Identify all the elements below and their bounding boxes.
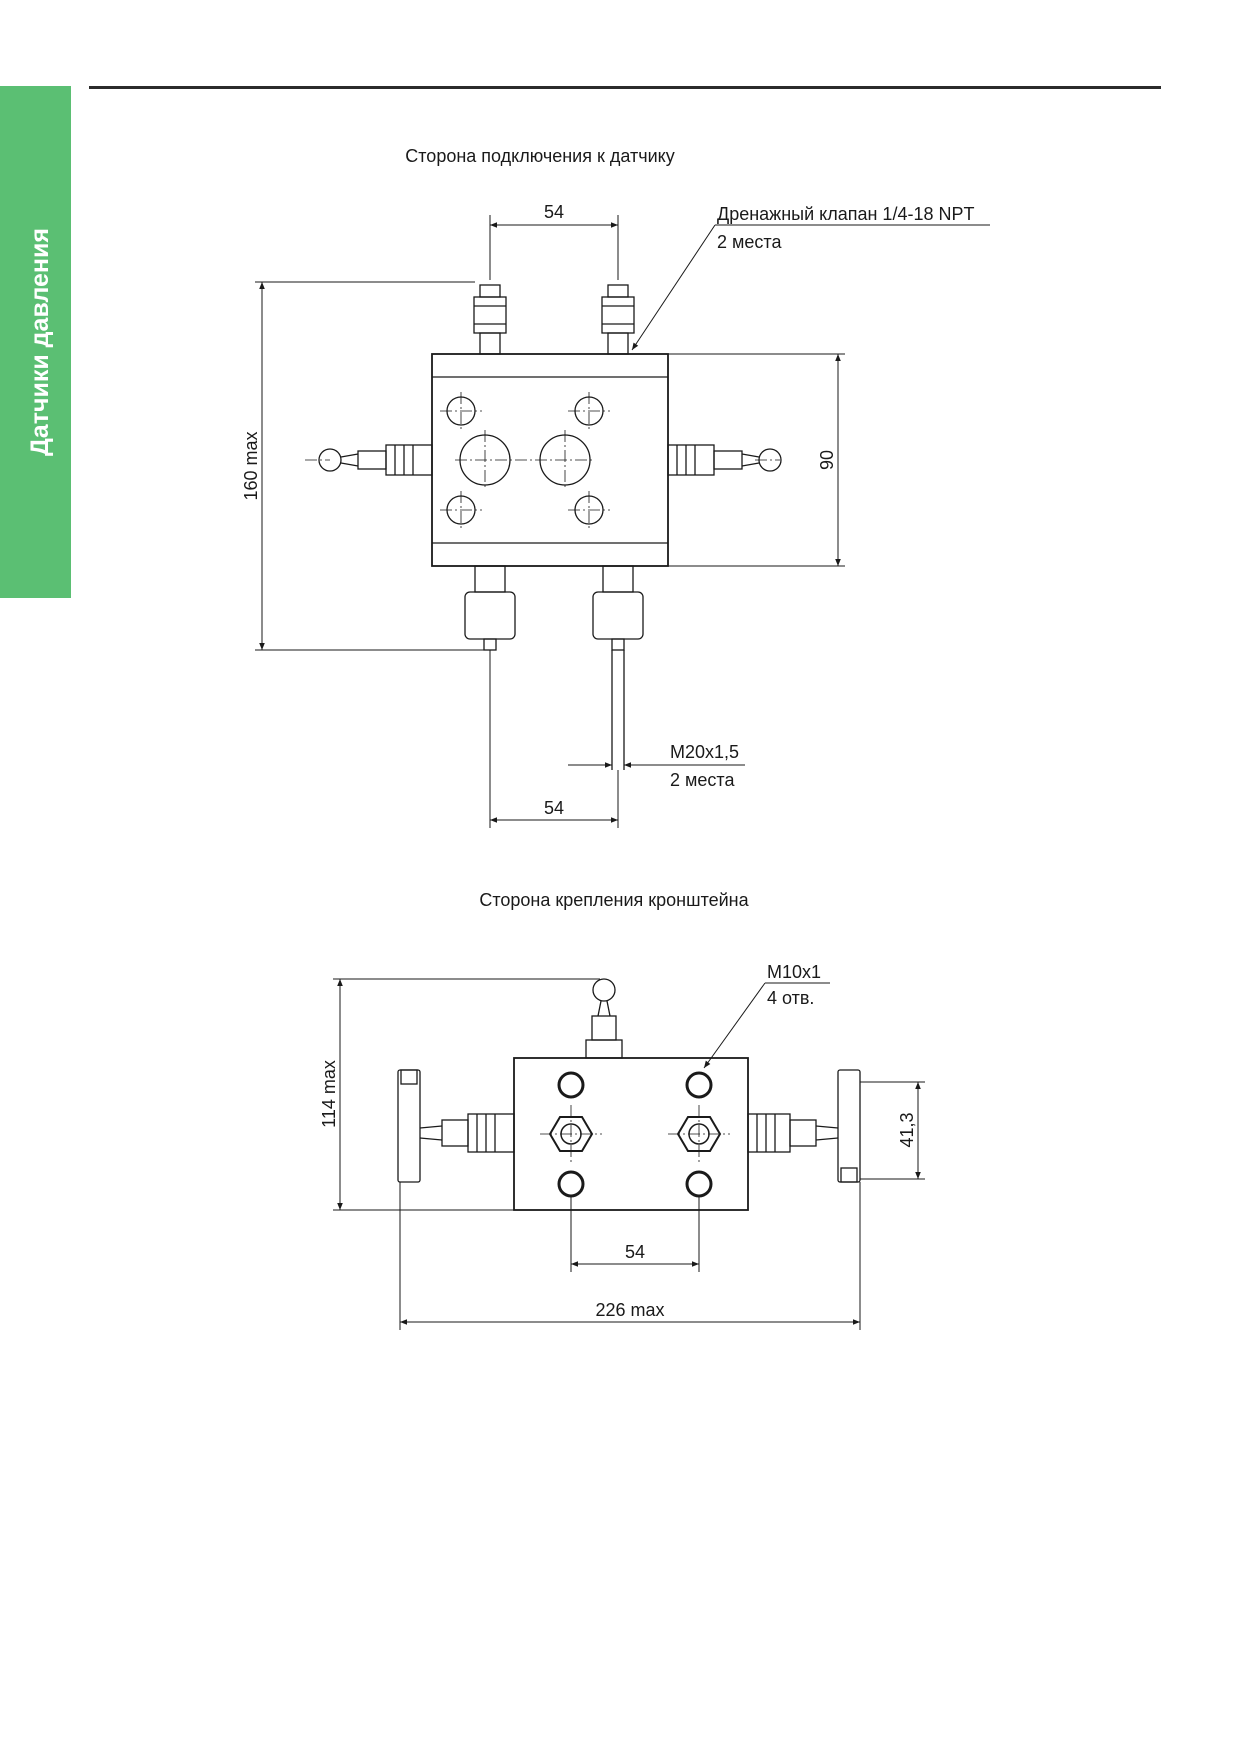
drain-valve	[601, 284, 635, 355]
dim-height-114	[333, 978, 600, 1211]
header-rule	[89, 86, 1161, 89]
top-valve	[585, 978, 623, 1059]
dim-height-max-label: 160 max	[241, 431, 261, 500]
thread-label: M20x1,5	[670, 742, 739, 762]
m10-hole	[685, 1170, 713, 1198]
center-lines	[540, 1105, 730, 1163]
view-bottom-caption: Сторона крепления кронштейна	[479, 890, 749, 910]
m10-hole	[557, 1071, 585, 1099]
side-tab-label: Датчики давления	[26, 228, 54, 456]
thread-qty: 2 места	[670, 770, 735, 790]
dim-hole-54	[570, 1196, 700, 1272]
bottom-fitting	[464, 565, 516, 651]
dim-width-226	[399, 1182, 861, 1330]
dim-top-spacing-label: 54	[544, 202, 564, 222]
side-tab: Датчики давления	[0, 86, 71, 598]
left-valve	[397, 1069, 515, 1183]
dim-hole-spacing-label: 54	[625, 1242, 645, 1262]
drain-valve-label: Дренажный клапан 1/4-18 NPT	[717, 204, 974, 224]
dim-body-height-label: 90	[817, 450, 837, 470]
view-top: Сторона подключения к датчику	[241, 146, 990, 828]
drain-leader	[631, 224, 990, 351]
view-top-caption: Сторона подключения к датчику	[405, 146, 674, 166]
dim-handle-label: 41,3	[897, 1112, 917, 1147]
left-valve	[318, 444, 433, 476]
dim-top-54	[489, 215, 619, 280]
m10-hole	[557, 1170, 585, 1198]
m10-hole-label: M10x1	[767, 962, 821, 982]
drain-valve-qty: 2 места	[717, 232, 782, 252]
mount-holes	[446, 396, 604, 525]
view-bottom: Сторона крепления кронштейна	[319, 890, 925, 1330]
m10-hole-qty: 4 отв.	[767, 988, 814, 1008]
side-tab-graphic: Датчики давления	[0, 86, 71, 598]
drain-valve	[473, 284, 507, 355]
center-lines	[305, 392, 780, 529]
m10-leader	[703, 982, 830, 1069]
dim-width-max-label: 226 max	[595, 1300, 664, 1320]
dim-body-90	[668, 353, 845, 567]
dim-bottom-spacing-label: 54	[544, 798, 564, 818]
side-tab-background	[0, 86, 71, 598]
m10-hole	[685, 1071, 713, 1099]
m10-holes	[557, 1071, 713, 1198]
bottom-fitting	[592, 565, 644, 770]
dim-handle-41	[860, 1081, 925, 1180]
dim-height-max-label: 114 max	[319, 1060, 339, 1128]
dim-bottom-54	[489, 650, 619, 828]
dim-height-160	[255, 281, 484, 651]
right-valve	[747, 1069, 861, 1183]
right-valve	[667, 444, 782, 476]
